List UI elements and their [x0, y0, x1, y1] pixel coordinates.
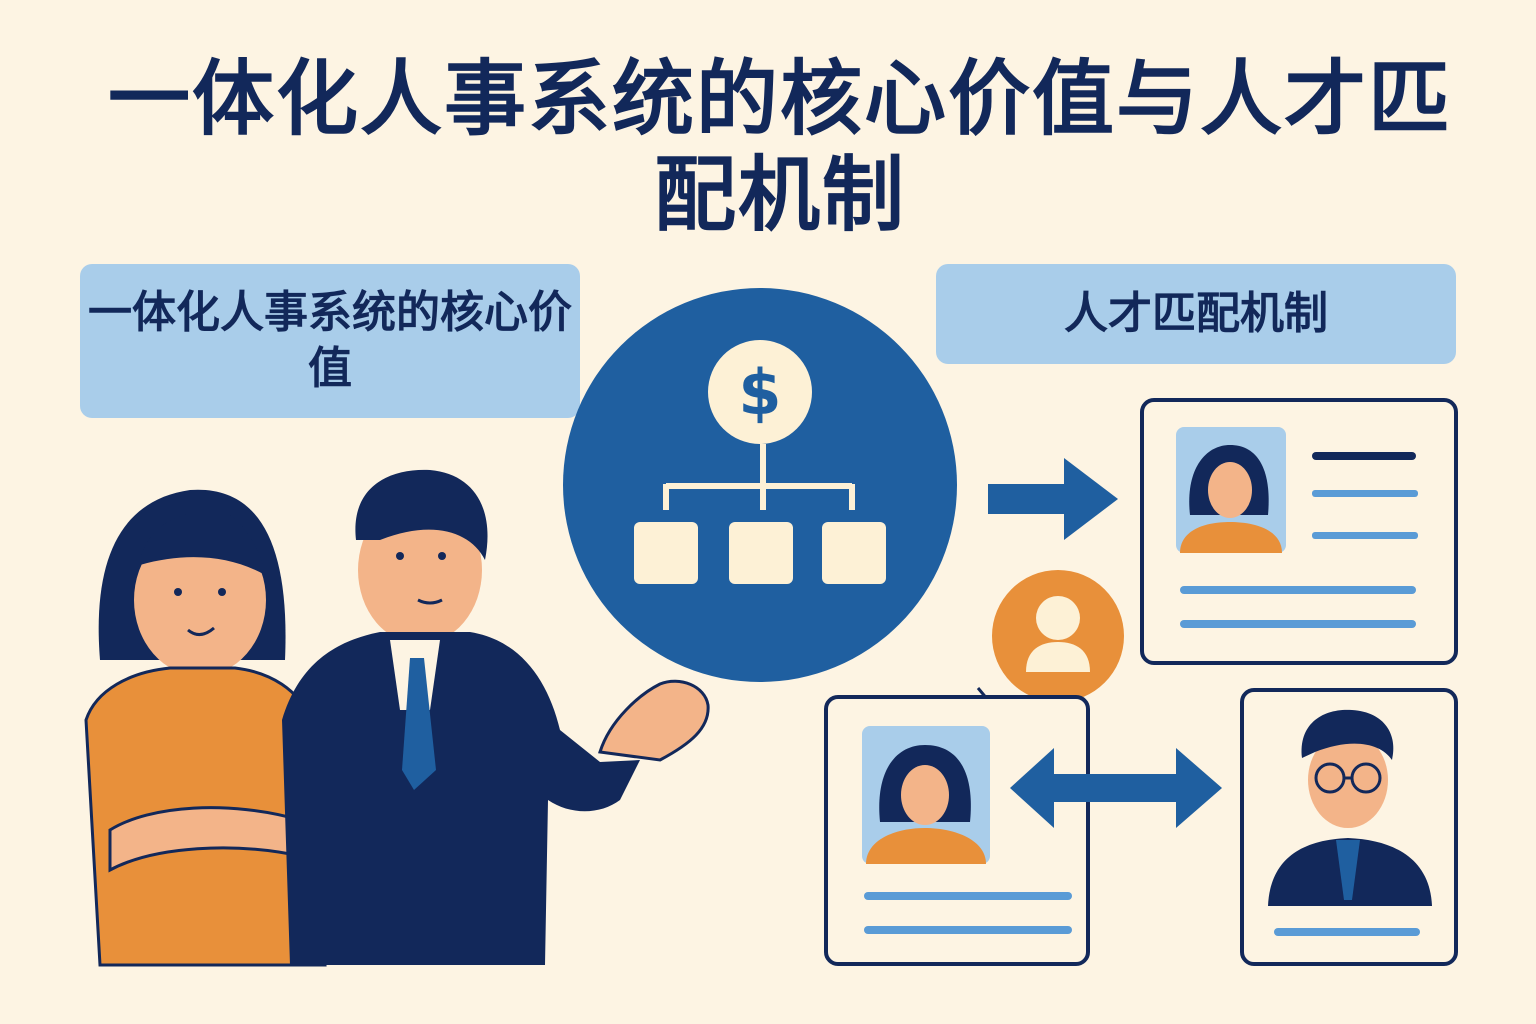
double-arrow-icon [1010, 748, 1222, 828]
dollar-org-chart-icon: $ [563, 288, 957, 682]
profile-card-woman-bottom [824, 695, 1090, 966]
user-icon [992, 570, 1124, 702]
profile-card-woman-top [1140, 398, 1458, 665]
svg-text:$: $ [738, 356, 781, 429]
core-value-label: 一体化人事系统的核心价值 [80, 264, 580, 418]
arrow-right-icon [988, 458, 1118, 540]
man-figure [282, 469, 710, 965]
woman-figure [84, 489, 327, 967]
profile-card-man [1240, 688, 1458, 966]
talent-matching-label: 人才匹配机制 [936, 264, 1456, 364]
page-title: 一体化人事系统的核心价值与人才匹配机制 [107, 52, 1452, 243]
